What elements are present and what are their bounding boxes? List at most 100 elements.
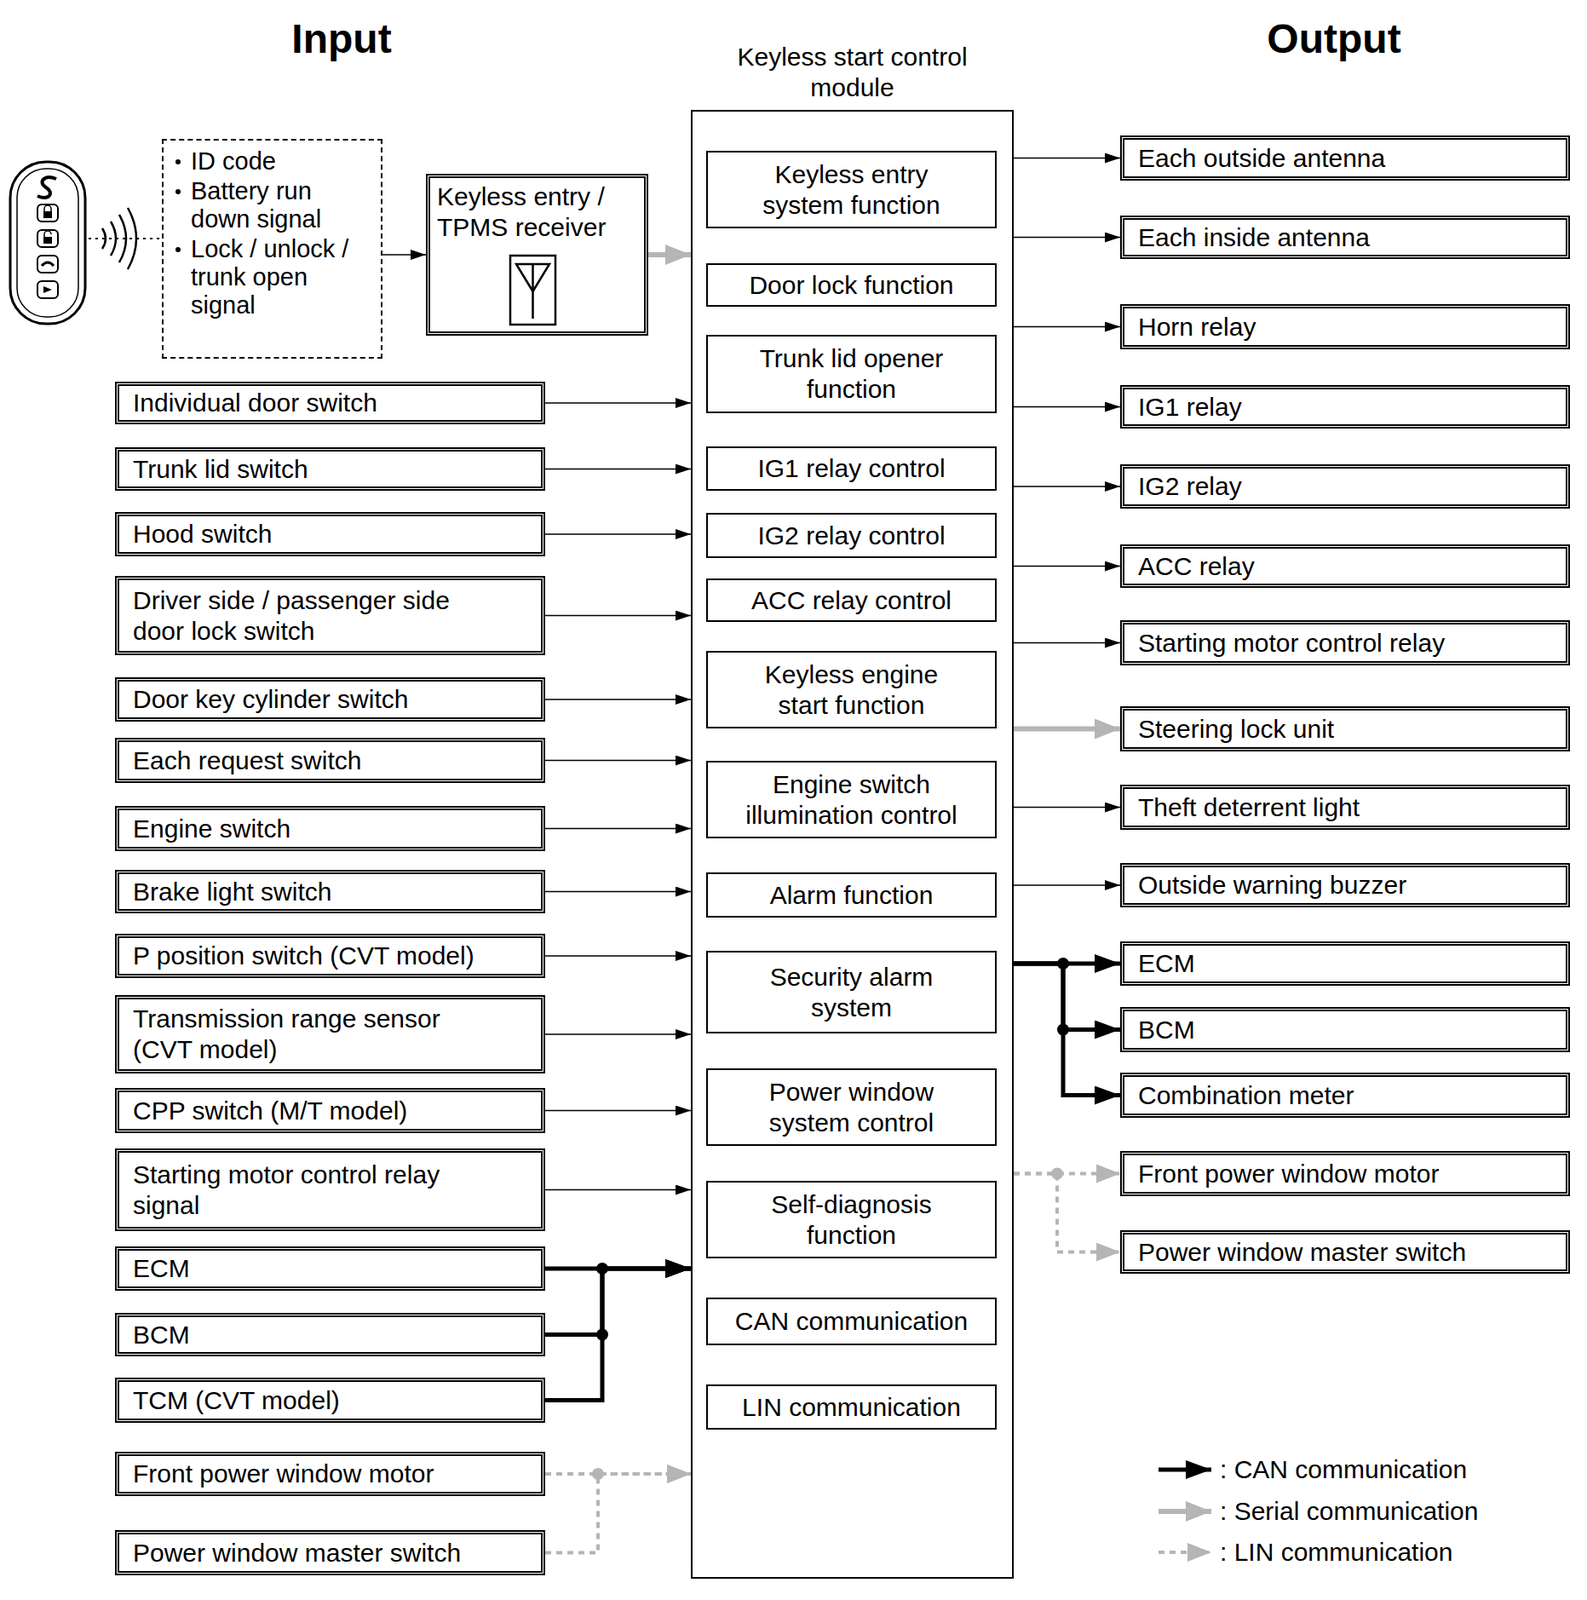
signal-list-box: ID codeBattery run down signalLock / unl… xyxy=(161,138,383,359)
connector xyxy=(545,468,691,471)
box-label: Starting motor control relay xyxy=(1138,627,1559,659)
box-label: Transmission range sensor (CVT model) xyxy=(132,1003,491,1065)
box-label: Keyless entry system function xyxy=(745,159,959,221)
connector xyxy=(1013,485,1121,488)
box-label: CAN communication xyxy=(735,1305,968,1337)
output-box: IG1 relay xyxy=(1120,385,1570,429)
connector xyxy=(545,1033,691,1035)
box-label: Theft deterrent light xyxy=(1138,792,1559,823)
radio-waves xyxy=(88,207,162,270)
output-box: Horn relay xyxy=(1120,304,1570,350)
connector xyxy=(1013,726,1121,732)
connector xyxy=(1013,642,1121,644)
box-label: Door lock function xyxy=(748,270,954,301)
legend-sample xyxy=(1158,1508,1212,1514)
input-box: Power window master switch xyxy=(115,1529,546,1576)
column-heading: Output xyxy=(1163,15,1505,64)
box-label: Trunk lid switch xyxy=(132,454,535,485)
junction-dot xyxy=(1057,957,1070,970)
column-heading: Input xyxy=(171,15,512,64)
connector xyxy=(545,759,691,762)
box-label: Starting motor control relay signal xyxy=(132,1159,491,1221)
antenna-symbol xyxy=(510,255,556,325)
bullet xyxy=(175,247,181,253)
junction-dot xyxy=(596,1328,609,1341)
input-box: Individual door switch xyxy=(115,381,546,425)
box-label: Horn relay xyxy=(1138,311,1559,343)
input-box: Each request switch xyxy=(115,737,546,783)
box-label: TCM (CVT model) xyxy=(132,1385,535,1416)
output-box: Outside warning buzzer xyxy=(1120,862,1570,908)
box-label: BCM xyxy=(132,1319,535,1351)
connector xyxy=(545,1109,691,1112)
box-label: P position switch (CVT model) xyxy=(132,940,535,972)
output-box: Theft deterrent light xyxy=(1120,784,1570,830)
output-box: Each outside antenna xyxy=(1120,135,1570,181)
output-box: Combination meter xyxy=(1120,1072,1570,1118)
box-label: IG2 relay xyxy=(1138,471,1559,502)
legend-sample xyxy=(1158,1550,1212,1554)
input-box: TCM (CVT model) xyxy=(115,1377,546,1423)
connector xyxy=(1013,406,1121,409)
box-label: Each request switch xyxy=(132,745,535,777)
connector xyxy=(1013,1173,1121,1253)
connector xyxy=(648,252,691,258)
connector xyxy=(545,1268,691,1401)
input-box: Door key cylinder switch xyxy=(115,677,546,722)
output-box: Steering lock unit xyxy=(1120,706,1570,752)
box-label: LIN communication xyxy=(741,1391,961,1423)
output-box: ECM xyxy=(1120,941,1570,986)
function-box: Alarm function xyxy=(706,872,997,918)
box-label: Engine switch illumination control xyxy=(724,769,980,831)
box-label: Power window master switch xyxy=(1138,1236,1559,1268)
output-box: Each inside antenna xyxy=(1120,215,1570,259)
connector xyxy=(1013,884,1121,886)
junction-dot xyxy=(596,1262,609,1275)
receiver-box: Keyless entry / TPMS receiver xyxy=(425,173,649,336)
box-label: Individual door switch xyxy=(132,387,535,419)
output-box: Starting motor control relay xyxy=(1120,620,1570,666)
input-box: Transmission range sensor (CVT model) xyxy=(115,994,546,1074)
box-label: Each outside antenna xyxy=(1138,143,1559,174)
function-box: Security alarm system xyxy=(706,950,997,1034)
box-label: Hood switch xyxy=(132,518,535,550)
input-box: Driver side / passenger side door lock s… xyxy=(115,575,546,656)
connector xyxy=(1013,565,1121,568)
box-label: IG1 relay control xyxy=(757,453,945,484)
box-label: Engine switch xyxy=(132,813,535,845)
function-box: Keyless entry system function xyxy=(706,150,997,229)
input-box: Hood switch xyxy=(115,511,546,557)
box-label: Door key cylinder switch xyxy=(132,684,535,715)
key-fob xyxy=(10,161,86,324)
connector xyxy=(1013,963,1121,1030)
junction-dot xyxy=(1051,1167,1064,1180)
function-box: ACC relay control xyxy=(706,578,997,622)
box-label: Trunk lid opener function xyxy=(745,343,959,405)
box-label: Steering lock unit xyxy=(1138,713,1559,745)
box-label: Self-diagnosis function xyxy=(745,1189,959,1251)
function-box: CAN communication xyxy=(706,1297,997,1346)
control-module: Keyless start control moduleKeyless entr… xyxy=(690,109,1014,1579)
box-label: Power window master switch xyxy=(132,1537,535,1569)
function-box: Door lock function xyxy=(706,263,997,307)
output-box: Front power window motor xyxy=(1120,1150,1570,1196)
box-label: ECM xyxy=(132,1253,535,1284)
module-heading: Keyless start control module xyxy=(707,41,998,112)
box-label: ECM xyxy=(1138,948,1559,979)
function-box: Keyless engine start function xyxy=(706,650,997,729)
box-label: Lock / unlock / trunk open signal xyxy=(170,235,376,320)
box-label: Front power window motor xyxy=(1138,1158,1559,1190)
input-box: Starting motor control relay signal xyxy=(115,1148,546,1231)
legend-text: : CAN communication xyxy=(1219,1454,1467,1485)
box-label: Front power window motor xyxy=(132,1458,535,1490)
junction-dot xyxy=(592,1467,604,1480)
box-label: Brake light switch xyxy=(132,876,535,908)
function-box: LIN communication xyxy=(706,1384,997,1430)
box-label: Outside warning buzzer xyxy=(1138,869,1559,901)
function-box: Power window system control xyxy=(706,1068,997,1146)
input-box: ECM xyxy=(115,1246,546,1291)
input-box: Front power window motor xyxy=(115,1451,546,1496)
input-box: Trunk lid switch xyxy=(115,447,546,491)
bullet xyxy=(175,159,181,165)
box-label: BCM xyxy=(1138,1014,1559,1046)
